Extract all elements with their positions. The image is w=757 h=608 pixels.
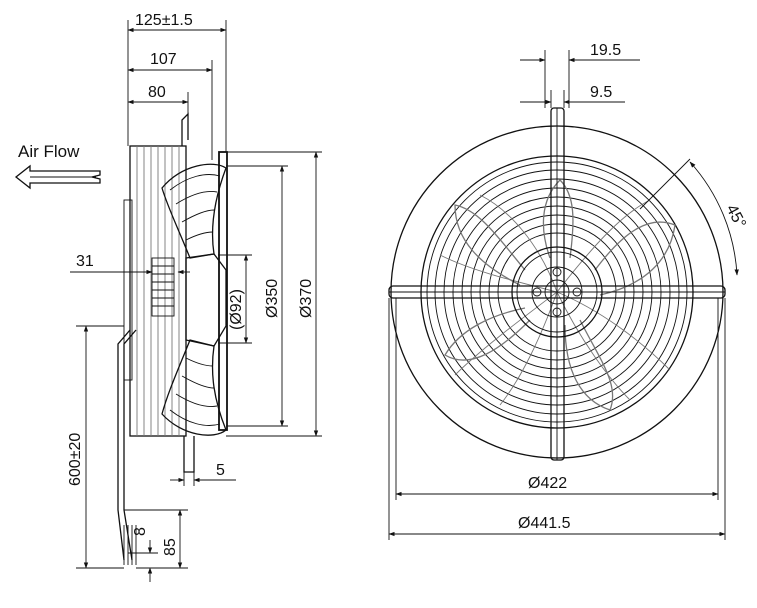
dim-mount-diameter-label: Ø422 (528, 475, 567, 492)
vertical-bars (550, 107, 565, 461)
bottom-bracket (183, 436, 195, 473)
dim-overall-depth: 125±1.5 (127, 12, 227, 152)
dim-hub-diameter: (Ø92) (218, 254, 252, 344)
motor-body (123, 145, 187, 437)
dim-slot-19-5-label: 19.5 (590, 42, 621, 59)
dim-angle-45-label: 45° (722, 202, 748, 231)
air-flow-arrow-icon (14, 164, 101, 190)
dim-overall-depth-label: 125±1.5 (135, 12, 193, 29)
dim-mount-diameter: Ø422 (395, 475, 719, 497)
lower-blade (161, 339, 227, 436)
dim-guard-diameter: Ø370 (226, 151, 322, 437)
dim-strip-85: 85 (124, 509, 188, 569)
dim-107: 107 (127, 51, 213, 160)
guard-side (218, 151, 228, 431)
cable (117, 329, 137, 565)
dim-strip-8-label: 8 (132, 527, 149, 536)
side-view: Air Flow (14, 12, 322, 582)
dim-guard-diameter-label: Ø370 (298, 279, 315, 318)
dim-bracket-5-label: 5 (216, 462, 225, 479)
dim-cable-length: 600±20 (67, 325, 124, 569)
dim-107-label: 107 (150, 51, 177, 68)
dim-hub-diameter-label: (Ø92) (228, 289, 245, 330)
dim-31-label: 31 (76, 253, 94, 270)
dim-31: 31 (70, 253, 190, 275)
dim-overall-diameter-label: Ø441.5 (518, 515, 571, 532)
dim-80: 80 (127, 84, 189, 114)
dim-strip-8: 8 (128, 527, 158, 582)
dim-slot-9-5: 9.5 (520, 84, 625, 108)
upper-blade (161, 163, 227, 259)
dim-slot-19-5: 19.5 (520, 42, 640, 108)
dim-blade-diameter-label: Ø350 (264, 279, 281, 318)
dim-angle-45: 45° (639, 158, 749, 276)
hub (185, 253, 227, 347)
dim-80-label: 80 (148, 84, 166, 101)
dim-bracket-5: 5 (170, 462, 236, 486)
top-bracket (181, 112, 189, 146)
impeller-blades (444, 179, 676, 411)
dim-overall-diameter: Ø441.5 (388, 515, 726, 537)
horizontal-bar (388, 285, 726, 299)
dim-slot-9-5-label: 9.5 (590, 84, 612, 101)
dim-blade-diameter: Ø350 (226, 165, 288, 427)
dim-strip-85-label: 85 (162, 538, 179, 556)
front-view: 19.5 9.5 45° Ø422 Ø441.5 (388, 42, 749, 540)
dim-cable-length-label: 600±20 (67, 433, 84, 486)
air-flow-label: Air Flow (18, 142, 80, 161)
